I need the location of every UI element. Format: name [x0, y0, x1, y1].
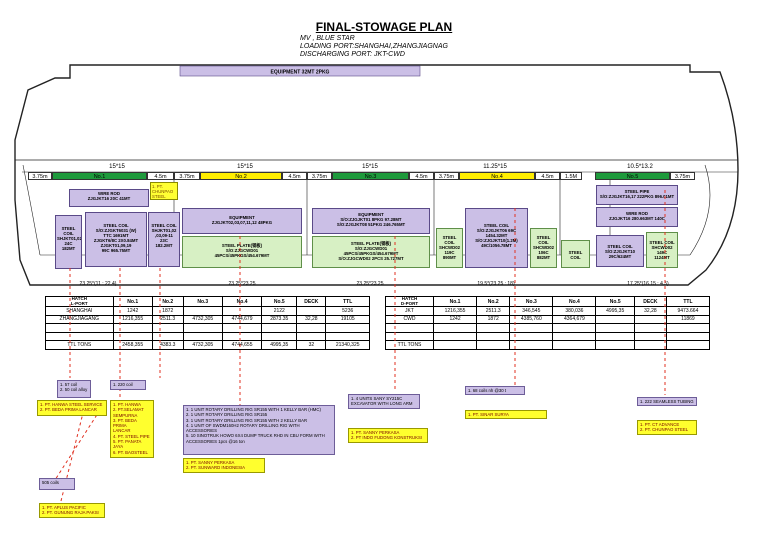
hatch-1-bar: No.1 [52, 172, 147, 180]
cargo-steel-plate: STEEL PLATE(钢板) S/O:ZJGCWD01 45PCS/45PKG… [312, 236, 430, 268]
note-consignee: 1. PT. APLUS PACIFIC 2. PT. GUNUNG RAJA … [39, 503, 105, 518]
table-header: No.2 [476, 296, 511, 307]
note-consignee: 1. PT. SANNY PERKASA 2. PT INDO FUDONG K… [348, 428, 428, 443]
hold-dim-2: 15*15 [237, 164, 253, 170]
table-row [385, 331, 711, 342]
note-consignee: 1. PT. HANWA STEEL SERVICE 2. PT. BEDA P… [37, 400, 107, 416]
note-coil-count: 1. 220 coil [110, 380, 146, 390]
cargo-steel-coil: STEEL COIL [561, 240, 590, 268]
table-header: DECK [296, 296, 327, 307]
cargo-wire-rod: WIRE ROD ZJGJKT16 280.663MT 140C [596, 207, 678, 227]
table-cell [665, 340, 711, 350]
note-cargo-detail: 1. 4 UNITS SANY SY215C EXCAVATOR WITH LO… [348, 394, 420, 409]
note-consignee: 1. PT. SANNY PERKASA 2. PT. SUNWARD INDO… [183, 458, 265, 473]
cargo-steel-coil: STEEL COIL SHCWD02 119C 890MT [436, 228, 463, 268]
table-row: TTL TONS [385, 340, 711, 350]
cargo-steel-coil: STEEL COIL S/O:ZJGJKT10 29C/624MT [596, 235, 644, 267]
table-cell [476, 340, 511, 350]
hold-bottom-dim-1: 23.25*(11 : 22.4) [79, 281, 117, 287]
cargo-steel-coil: STEEL COIL SHJKT01,02 24C 182MT [55, 215, 82, 269]
segment-spacer: 3.75m [174, 172, 200, 180]
segment-spacer: 4.5m [282, 172, 307, 180]
table-header: No.4 [221, 296, 263, 307]
segment-spacer: 3.75m [28, 172, 52, 180]
discharging-port: DISCHARGING PORT: JKT-CWD [300, 51, 405, 58]
table-cell [595, 340, 635, 350]
cargo-wire-rod: WIRE ROD ZJGJKT16 20C 41MT [69, 189, 149, 207]
table-cell: 2458,355 [112, 340, 153, 350]
hold-bottom-dim-2: 23.25*23.25 [228, 281, 256, 287]
vessel-name: MV , BLUE STAR [300, 35, 355, 42]
hold-dim-3: 15*15 [362, 164, 378, 170]
hold-dim-1: 15*15 [109, 164, 125, 170]
cargo-steel-coil: STEEL COIL SHCWD02 106C 882MT [530, 228, 557, 268]
note-coil-count: 1. 57 coil 2. 50 coil alloy [57, 380, 91, 398]
page-title: FINAL-STOWAGE PLAN [315, 20, 453, 34]
cargo-steel-plate: STEEL PLATE(钢板) S/O:ZJGCWD01 45PCS/45PKG… [182, 236, 302, 268]
segment-spacer: 1.5M [560, 172, 582, 180]
note-cargo-detail: 1. 222 SEAMLESS TUBING [637, 397, 697, 406]
hatch-3-bar: No.3 [332, 172, 409, 180]
table-header: TTL [325, 296, 370, 307]
note-consignee: 1. PT. CT ADVANCE 2. PT. CHUNPAO STEEL [637, 420, 697, 435]
note-consignee: 1. PT. SINAR SURYA RAYAPROFILINDO [465, 410, 547, 419]
table-cell: 4744,655 [221, 340, 263, 350]
note-coil-count: 505 coils [39, 478, 75, 490]
cargo-steel-coil: STEEL COIL S/O:ZJGJKT06 69C 1454.32MT S/… [465, 208, 528, 268]
cargo-steel-coil: STEEL COIL SHJKT01,02 ,03,09-11 23C 182.… [148, 212, 180, 267]
hold-bottom-dim-5: 17.25*(16.15 : 4.5) [627, 281, 669, 287]
segment-spacer: 4.5m [535, 172, 560, 180]
note-cargo-detail: 1. 1 UNIT ROTARY DRILLING RIG SR155 WITH… [183, 405, 335, 455]
note-consignee: 1. PT. HANWA 2. PT.SELAMAT SEMPURNA 3. P… [110, 400, 154, 458]
table-header: TTL [665, 296, 711, 307]
hatch-4-bar: No.4 [459, 172, 535, 180]
segment-spacer: 4.5m [147, 172, 174, 180]
deck-cargo-label: EQUIPMENT 32MT 2PKG [271, 70, 330, 76]
table-cell: 32 [296, 340, 327, 350]
hatch-5-bar: No.5 [595, 172, 670, 180]
note-coil-count: 1. 68 coils nh @30 t [465, 386, 525, 395]
segment-spacer: 4.5m [409, 172, 434, 180]
loading-port: LOADING PORT:SHANGHAI,ZHANGJIAGNAG [300, 43, 448, 50]
hold-dim-5: 10.5*13.2 [627, 164, 653, 170]
hold-bottom-dim-3: 23.25*23.25 [356, 281, 384, 287]
cargo-steel-coil: STEEL COIL SHCWD02 149C 1124MT [646, 232, 678, 268]
chunpao-note: 1. PT. CHUNPAO STEEL INDONESIA [150, 182, 178, 200]
table-header: No.5 [595, 296, 635, 307]
segment-spacer: 3.75m [434, 172, 459, 180]
hatch-2-bar: No.2 [200, 172, 282, 180]
segment-spacer: 3.75m [307, 172, 332, 180]
table-header: No.1 [112, 296, 153, 307]
cargo-steel-pipe: STEEL PIPE S/O:ZJGJKT16,17 222PKG 896.01… [596, 185, 678, 205]
cargo-equipment: EQUIPMENT ZJGJKT02,03,07,11,12 48PKG [182, 208, 302, 234]
hold-bottom-dim-4: 19.5*(23.25 : 18) [477, 281, 515, 287]
table-cell: 21340,325 [325, 340, 370, 350]
cargo-steel-coil: STEEL COIL S/O:ZJGKT6031 (W) TTC 1691MT … [85, 212, 147, 267]
hold-dim-4: 11.25*15 [483, 164, 507, 170]
cargo-equipment: EQUIPMENT S/O:ZJGJKT01 8PKG 97.28MT S/O:… [312, 208, 430, 234]
segment-spacer: 3.75m [670, 172, 695, 180]
